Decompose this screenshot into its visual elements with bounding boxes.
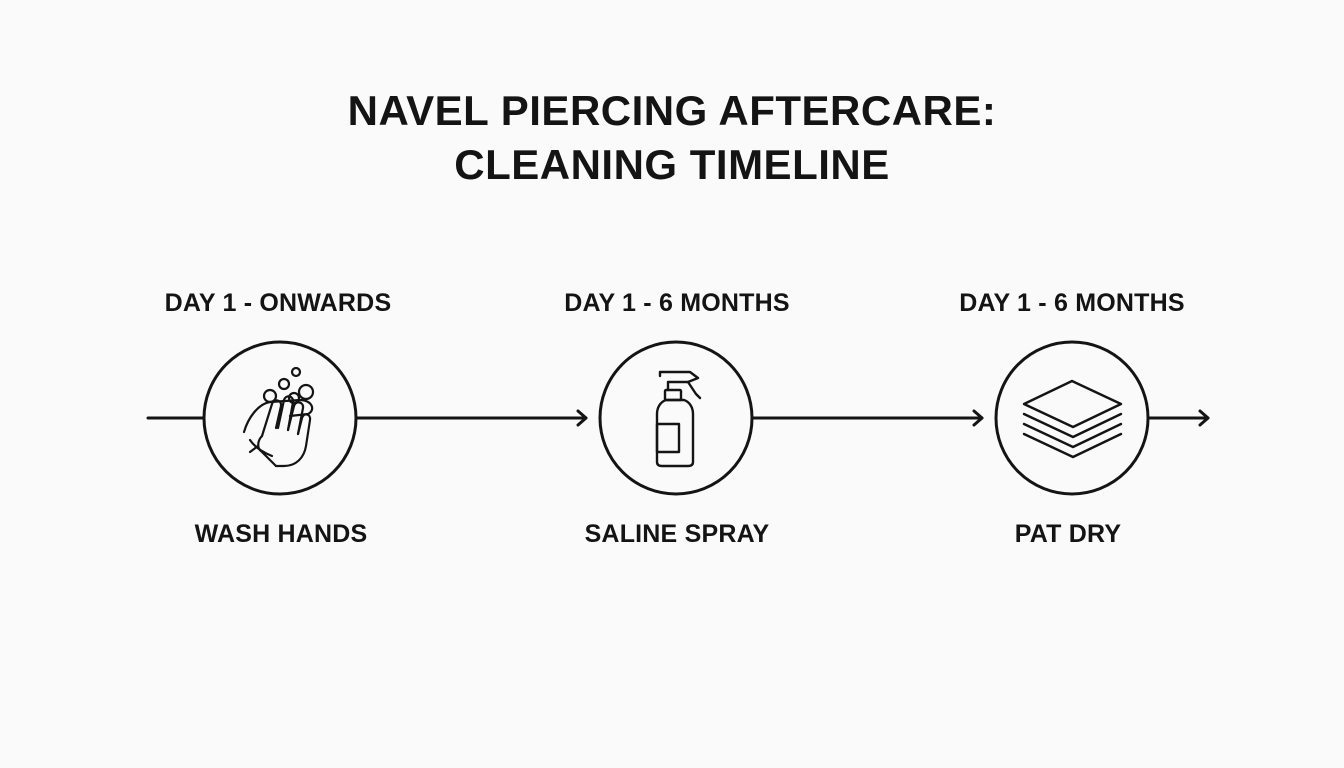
step-2-label: SALINE SPRAY [584, 520, 770, 548]
timeline-arrow-2 [750, 409, 984, 427]
step-3-period: DAY 1 - 6 MONTHS [959, 289, 1185, 317]
step-1-period: DAY 1 - ONWARDS [164, 289, 392, 317]
step-node-wash-hands [202, 340, 358, 496]
spray-bottle-icon [655, 370, 702, 468]
page-title: NAVEL PIERCING AFTERCARE: CLEANING TIMEL… [0, 84, 1344, 192]
stacked-towels-icon [1022, 379, 1123, 459]
step-circle [202, 340, 358, 496]
step-node-saline-spray [598, 340, 754, 496]
timeline-arrow-1 [354, 409, 588, 427]
title-line-1: NAVEL PIERCING AFTERCARE: [347, 87, 997, 134]
step-node-pat-dry [994, 340, 1150, 496]
step-circle [994, 340, 1150, 496]
title-line-2: CLEANING TIMELINE [454, 141, 890, 188]
step-2-period: DAY 1 - 6 MONTHS [564, 289, 790, 317]
washing-hands-icon [242, 366, 315, 468]
timeline-connectors [146, 409, 1210, 427]
timeline-arrow-end [1146, 409, 1210, 427]
step-1-label: WASH HANDS [194, 520, 368, 548]
step-3-label: PAT DRY [1014, 520, 1122, 548]
step-circle [598, 340, 754, 496]
